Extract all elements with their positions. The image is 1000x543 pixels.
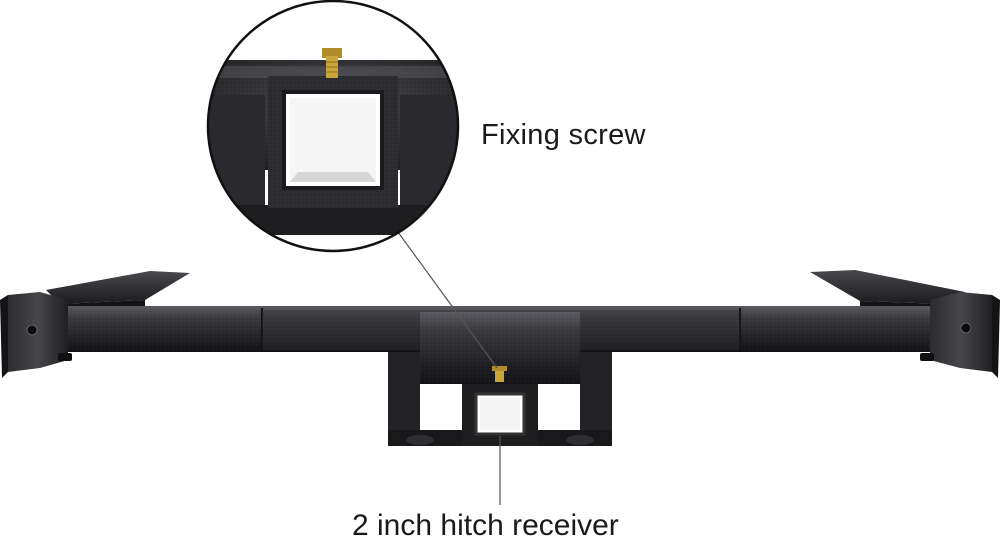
hitch-assembly — [0, 270, 1000, 446]
fixing-screw-label: Fixing screw — [481, 119, 646, 151]
fixing-screw-large — [322, 48, 342, 78]
zoom-inset — [206, 0, 460, 253]
receiver-assembly — [388, 312, 612, 446]
right-end-bracket — [920, 292, 1000, 378]
hitch-receiver-label: 2 inch hitch receiver — [352, 509, 619, 542]
left-end-bracket — [0, 292, 72, 378]
fixing-screw-leader-line — [394, 227, 498, 369]
fixing-screw-small — [495, 368, 504, 382]
